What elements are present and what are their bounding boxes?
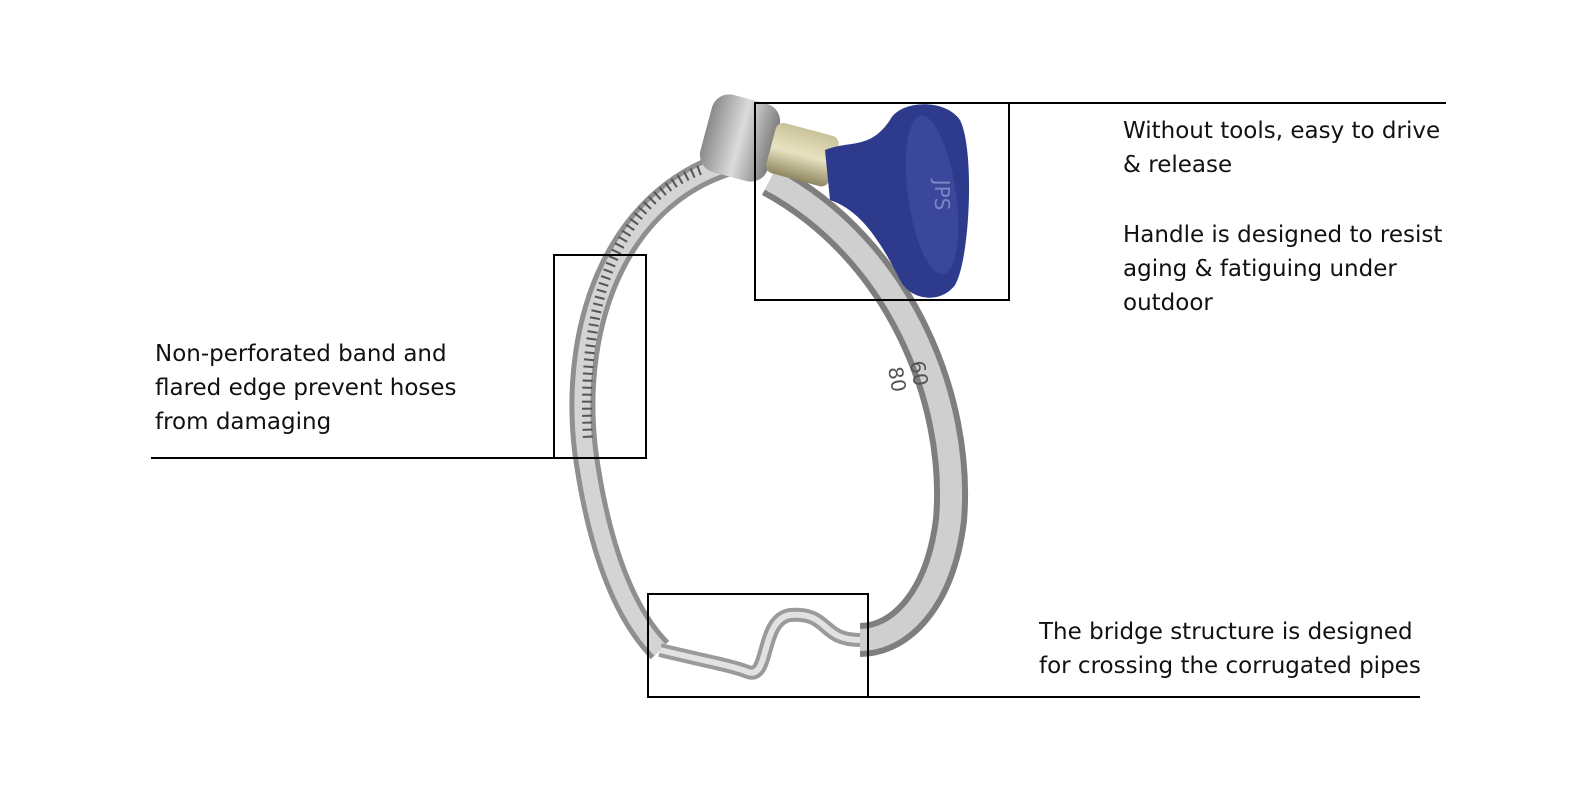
bridge-callout-box [647, 593, 869, 698]
band-callout-box [553, 254, 647, 459]
band-leader-line [151, 457, 555, 459]
handle-marking: JPS [930, 178, 954, 211]
handle-callout-line: outdoor [1123, 290, 1213, 316]
handle-callout-line: aging & fatiguing under [1123, 256, 1397, 282]
size-marking-bottom: 80 [883, 365, 911, 394]
handle-callout-text: Without tools, easy to drive & release H… [1123, 114, 1442, 320]
bridge-leader-line [867, 696, 1420, 698]
handle-leader-line [1008, 102, 1446, 104]
bridge-callout-text: The bridge structure is designed for cro… [1039, 615, 1421, 683]
band-callout-text: Non-perforated band and flared edge prev… [155, 337, 457, 439]
band-callout-line: Non-perforated band and [155, 341, 447, 367]
handle-callout-line: Without tools, easy to drive [1123, 118, 1441, 144]
handle-callout-line: Handle is designed to resist [1123, 222, 1443, 248]
bridge-callout-line: The bridge structure is designed [1039, 619, 1413, 645]
size-marking-top: 60 [905, 359, 933, 388]
screw-shaft [766, 122, 839, 187]
band-callout-line: from damaging [155, 409, 332, 435]
band-serrations [582, 165, 702, 441]
handle-callout-box [754, 102, 1010, 301]
bridge-callout-line: for crossing the corrugated pipes [1039, 653, 1421, 679]
screw-housing [699, 94, 781, 182]
band-callout-line: flared edge prevent hoses [155, 375, 457, 401]
handle-callout-line: & release [1123, 152, 1233, 178]
